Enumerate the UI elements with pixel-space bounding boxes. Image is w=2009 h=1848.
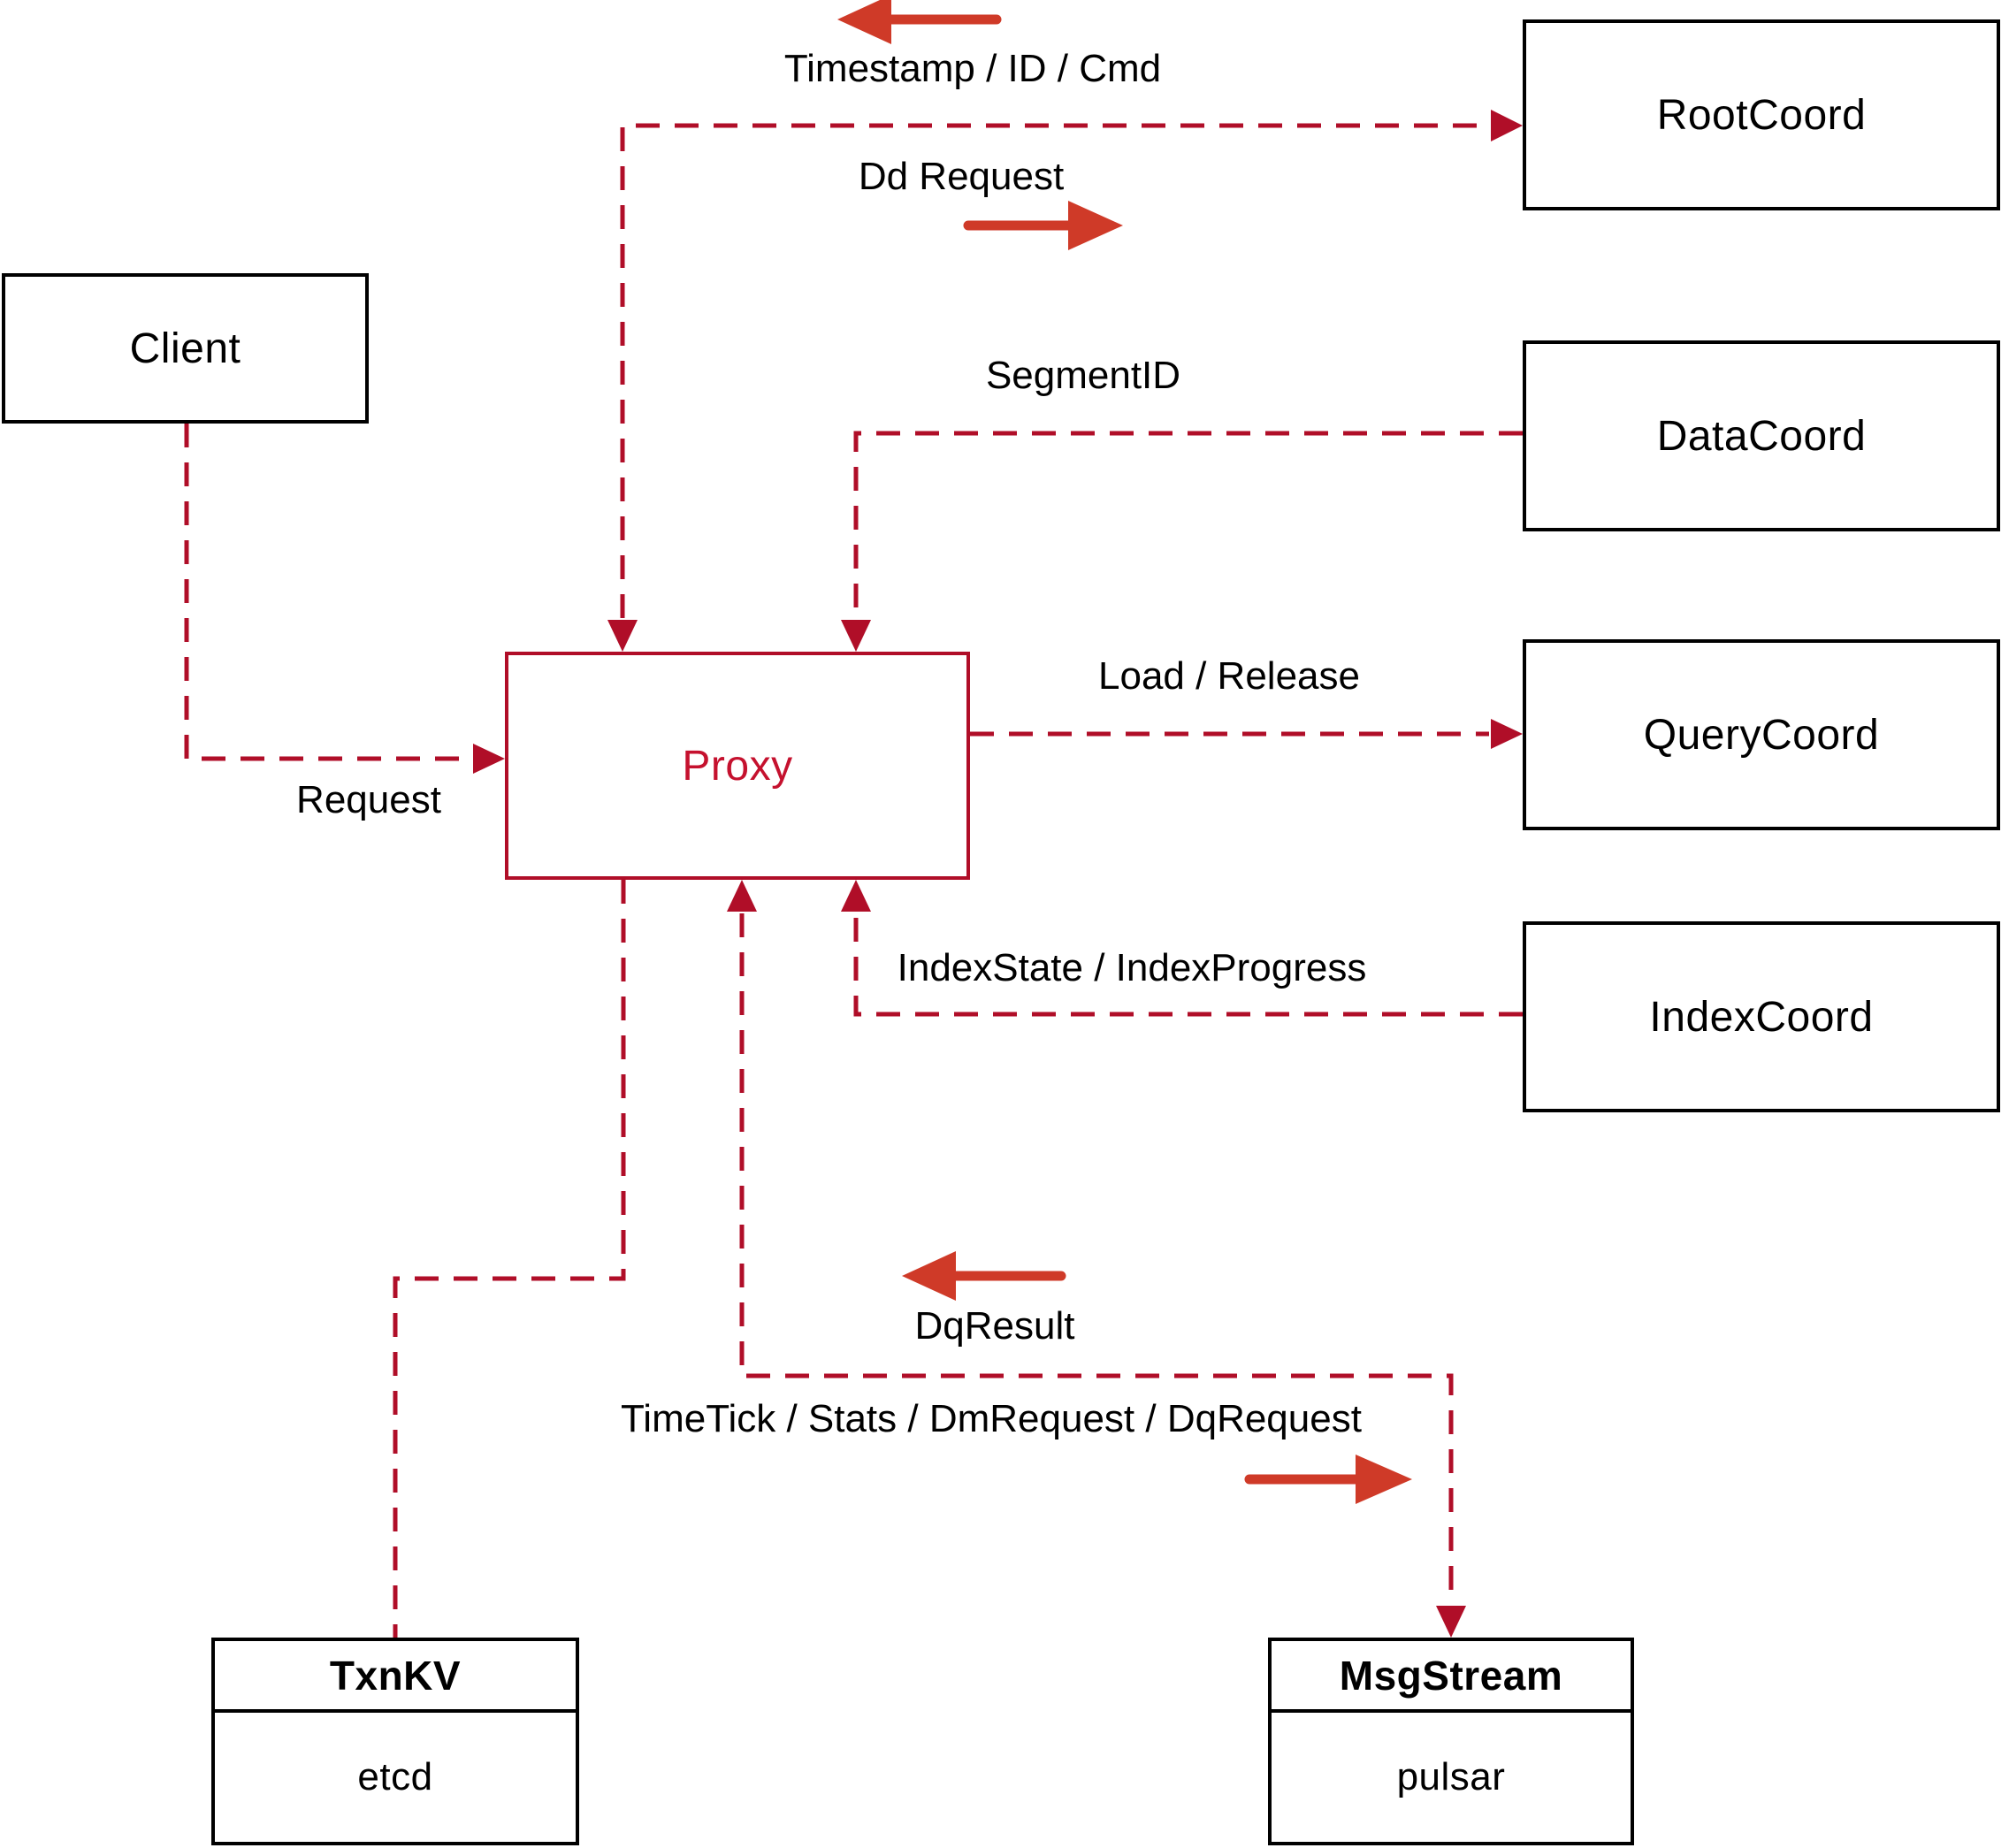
arrowhead-into-rootcoord-icon	[1491, 110, 1523, 141]
edge-label-timestamp: Timestamp / ID / Cmd	[783, 47, 1162, 90]
edge-label-time-tick: TimeTick / Stats / DmRequest / DqRequest	[621, 1397, 1362, 1440]
edge-indexcoord-proxy	[841, 880, 1523, 1017]
node-client: Client	[2, 273, 369, 424]
direction-arrow-time-tick	[1244, 1455, 1412, 1504]
node-datacoord: DataCoord	[1523, 340, 2000, 531]
edge-datacoord-proxy	[841, 431, 1523, 652]
edge-label-dd-request: Dd Request	[858, 155, 1065, 198]
direction-arrow-dq-result	[902, 1251, 1066, 1301]
node-msgstream-title: MsgStream	[1272, 1641, 1631, 1713]
arrowhead-into-msgstream-icon	[1436, 1606, 1466, 1638]
node-querycoord: QueryCoord	[1523, 639, 2000, 830]
edge-client-proxy	[184, 424, 505, 774]
node-txnkv-title: TxnKV	[215, 1641, 576, 1713]
arrowhead-into-proxy-bottom-left-icon	[727, 880, 757, 912]
arrowhead-into-proxy-left-icon	[473, 744, 505, 774]
edge-label-index-state: IndexState / IndexProgress	[897, 946, 1367, 989]
node-msgstream: MsgStream pulsar	[1268, 1638, 1634, 1845]
node-indexcoord: IndexCoord	[1523, 921, 2000, 1112]
arrow-left-icon	[837, 0, 891, 44]
node-datacoord-label: DataCoord	[1656, 412, 1867, 460]
edge-proxy-txnkv-line	[393, 880, 626, 1638]
arrowhead-into-querycoord-icon	[1491, 719, 1523, 749]
node-rootcoord: RootCoord	[1523, 19, 2000, 210]
node-querycoord-label: QueryCoord	[1643, 711, 1880, 759]
node-proxy: Proxy	[505, 652, 970, 880]
edge-datacoord-proxy-line	[853, 431, 1523, 618]
edge-label-segment-id: SegmentID	[985, 354, 1181, 397]
arrow-right-icon	[1356, 1455, 1412, 1504]
arrowhead-into-proxy-top-left-icon	[607, 620, 638, 652]
node-rootcoord-label: RootCoord	[1656, 91, 1867, 139]
node-txnkv-impl: etcd	[357, 1755, 433, 1798]
arrow-right-icon	[1068, 201, 1123, 250]
arrowhead-into-proxy-bottom-icon	[841, 880, 871, 912]
arrowhead-into-proxy-top-right-icon	[841, 620, 871, 652]
edge-label-load-release: Load / Release	[1098, 654, 1360, 698]
direction-arrow-timestamp	[837, 0, 1002, 44]
edge-client-proxy-line	[184, 424, 471, 761]
edge-proxy-msgstream-line	[739, 913, 1454, 1602]
node-client-label: Client	[129, 325, 241, 372]
direction-arrow-dd-request	[963, 201, 1123, 250]
edge-proxy-txnkv	[393, 880, 626, 1638]
edge-proxy-msgstream	[727, 880, 1466, 1638]
edge-proxy-rootcoord	[607, 110, 1523, 652]
node-txnkv: TxnKV etcd	[211, 1638, 579, 1845]
edge-proxy-rootcoord-line	[620, 123, 1489, 618]
edge-label-request: Request	[296, 778, 441, 821]
edge-proxy-querycoord	[970, 719, 1523, 749]
edge-indexcoord-proxy-line	[853, 913, 1523, 1017]
node-indexcoord-label: IndexCoord	[1649, 993, 1874, 1041]
node-msgstream-impl: pulsar	[1396, 1755, 1506, 1798]
edge-label-dq-result: DqResult	[914, 1304, 1075, 1348]
node-proxy-label: Proxy	[682, 742, 793, 790]
arrow-left-icon	[902, 1251, 956, 1301]
